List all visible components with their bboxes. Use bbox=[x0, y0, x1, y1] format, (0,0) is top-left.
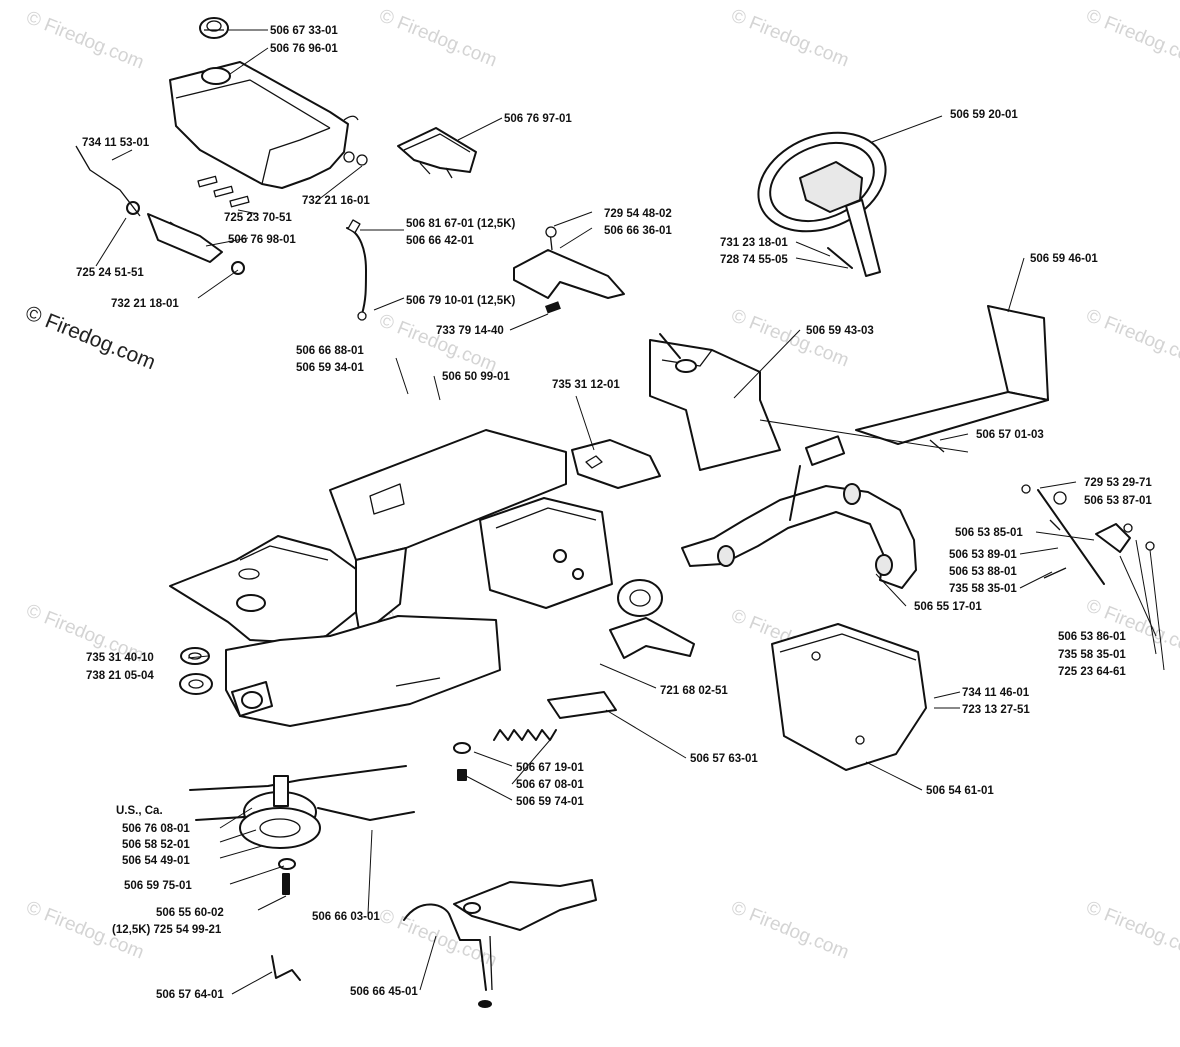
part-label: 506 66 88-01 bbox=[296, 345, 364, 357]
part-label: 728 74 55-05 bbox=[720, 254, 788, 266]
part-label: 506 53 86-01 bbox=[1058, 631, 1126, 643]
part-label: 732 21 16-01 bbox=[302, 195, 370, 207]
part-label: 729 54 48-02 bbox=[604, 208, 672, 220]
part-label: 506 76 96-01 bbox=[270, 43, 338, 55]
part-label: 506 58 52-01 bbox=[122, 839, 190, 851]
watermark-text: © Firedog.com bbox=[728, 305, 852, 371]
part-label: 735 58 35-01 bbox=[949, 583, 1017, 595]
region-label: U.S., Ca. bbox=[116, 805, 163, 817]
watermark-text: © Firedog.com bbox=[728, 5, 852, 71]
part-label: 723 13 27-51 bbox=[962, 704, 1030, 716]
seat-pan-drawing bbox=[855, 305, 1049, 453]
part-label: 733 79 14-40 bbox=[436, 325, 504, 337]
side-watermark: © Firedog.com bbox=[22, 301, 159, 374]
part-label: 506 66 42-01 bbox=[406, 235, 474, 247]
part-label: 506 53 89-01 bbox=[949, 549, 1017, 561]
tank-bracket-drawing bbox=[397, 127, 477, 179]
part-label: 506 66 36-01 bbox=[604, 225, 672, 237]
watermark-text: © Firedog.com bbox=[1083, 897, 1180, 963]
part-label: 506 59 74-01 bbox=[516, 796, 584, 808]
part-label: 734 11 46-01 bbox=[962, 687, 1030, 699]
steering-wheel-drawing bbox=[757, 131, 887, 277]
part-label: 506 76 97-01 bbox=[504, 113, 572, 125]
watermark-layer: © Firedog.com © Firedog.com © Firedog.co… bbox=[22, 5, 1180, 971]
control-plate-drawing bbox=[513, 226, 625, 314]
part-label: 721 68 02-51 bbox=[660, 685, 728, 697]
part-label: 735 58 35-01 bbox=[1058, 649, 1126, 661]
part-label: 506 57 63-01 bbox=[690, 753, 758, 765]
part-label: 506 57 64-01 bbox=[156, 989, 224, 1001]
fuel-line-drawing bbox=[346, 219, 367, 321]
part-label: 732 21 18-01 bbox=[111, 298, 179, 310]
part-label: 731 23 18-01 bbox=[720, 237, 788, 249]
part-label: 506 59 43-03 bbox=[806, 325, 874, 337]
deck-bracket-drawing bbox=[271, 879, 597, 1008]
watermark-text: © Firedog.com bbox=[1083, 305, 1180, 371]
tank-bolts-drawing bbox=[197, 151, 368, 208]
part-label: 735 31 12-01 bbox=[552, 379, 620, 391]
watermark-text: © Firedog.com bbox=[376, 5, 500, 71]
fuel-cap-drawing bbox=[199, 17, 229, 39]
part-label: 506 50 99-01 bbox=[442, 371, 510, 383]
part-label: 506 66 45-01 bbox=[350, 986, 418, 998]
tank-strap-drawing bbox=[75, 145, 245, 275]
part-label: 729 53 29-71 bbox=[1084, 477, 1152, 489]
watermark-text: © Firedog.com bbox=[376, 310, 500, 376]
pulley-belt-drawing bbox=[189, 765, 415, 895]
leader-lines bbox=[95, 29, 1165, 995]
watermark-text: © Firedog.com bbox=[728, 897, 852, 963]
part-label: 506 81 67-01 (12,5K) bbox=[406, 218, 515, 230]
part-label: 738 21 05-04 bbox=[86, 670, 154, 682]
part-label: 725 23 70-51 bbox=[224, 212, 292, 224]
part-label: 506 54 49-01 bbox=[122, 855, 190, 867]
part-label: 506 53 87-01 bbox=[1084, 495, 1152, 507]
part-label: 506 57 01-03 bbox=[976, 429, 1044, 441]
main-frame-drawing bbox=[169, 333, 917, 727]
part-label: 506 79 10-01 (12,5K) bbox=[406, 295, 515, 307]
bearings-drawing bbox=[179, 647, 213, 695]
part-label: 735 31 40-10 bbox=[86, 652, 154, 664]
part-label: 506 67 08-01 bbox=[516, 779, 584, 791]
part-label: 506 55 60-02 bbox=[156, 907, 224, 919]
part-labels: 506 67 33-01 506 76 96-01 506 76 97-01 7… bbox=[76, 25, 1152, 1001]
part-label: 506 54 61-01 bbox=[926, 785, 994, 797]
part-label: 725 24 51-51 bbox=[76, 267, 144, 279]
part-label: 506 67 33-01 bbox=[270, 25, 338, 37]
part-label: 506 76 98-01 bbox=[228, 234, 296, 246]
watermark-text: © Firedog.com bbox=[23, 7, 147, 73]
fuel-tank-drawing bbox=[169, 61, 359, 189]
part-label: 725 23 64-61 bbox=[1058, 666, 1126, 678]
part-label: 506 59 20-01 bbox=[950, 109, 1018, 121]
part-label: 506 53 88-01 bbox=[949, 566, 1017, 578]
part-label: 506 59 46-01 bbox=[1030, 253, 1098, 265]
watermark-text: © Firedog.com bbox=[1083, 5, 1180, 71]
part-label: 734 11 53-01 bbox=[82, 137, 150, 149]
part-label: 506 53 85-01 bbox=[955, 527, 1023, 539]
part-label: 506 59 75-01 bbox=[124, 880, 192, 892]
tension-spring-drawing bbox=[453, 691, 617, 781]
part-label: 506 55 17-01 bbox=[914, 601, 982, 613]
part-label: 506 76 08-01 bbox=[122, 823, 190, 835]
side-cover-drawing bbox=[771, 623, 927, 771]
part-label: 506 59 34-01 bbox=[296, 362, 364, 374]
part-label: 506 67 19-01 bbox=[516, 762, 584, 774]
part-label: 506 66 03-01 bbox=[312, 911, 380, 923]
part-label: (12,5K) 725 54 99-21 bbox=[112, 924, 222, 936]
